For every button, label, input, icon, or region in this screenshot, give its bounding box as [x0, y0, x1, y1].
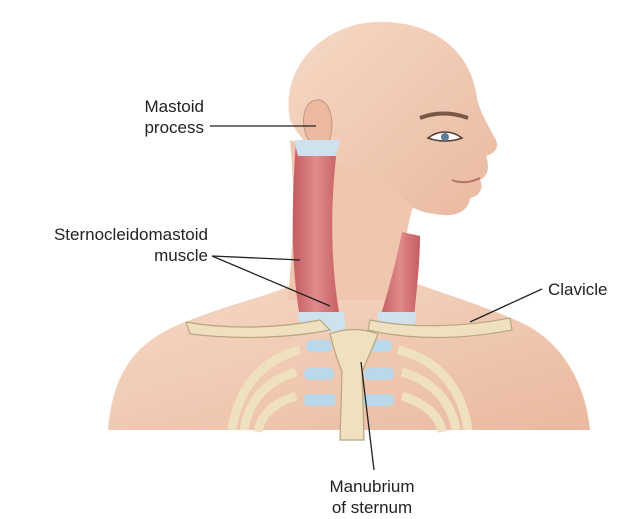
- manubrium-label: Manubrium of sternum: [302, 476, 442, 518]
- sternocleidomastoid-label: Sternocleidomastoid muscle: [8, 224, 208, 266]
- ear-shape: [304, 100, 332, 146]
- iris-shape: [441, 133, 449, 141]
- clavicle-label: Clavicle: [548, 279, 608, 300]
- mastoid-process-label: Mastoid process: [118, 96, 204, 138]
- mastoid-tendon: [294, 140, 340, 156]
- scm-leader-upper: [212, 256, 300, 260]
